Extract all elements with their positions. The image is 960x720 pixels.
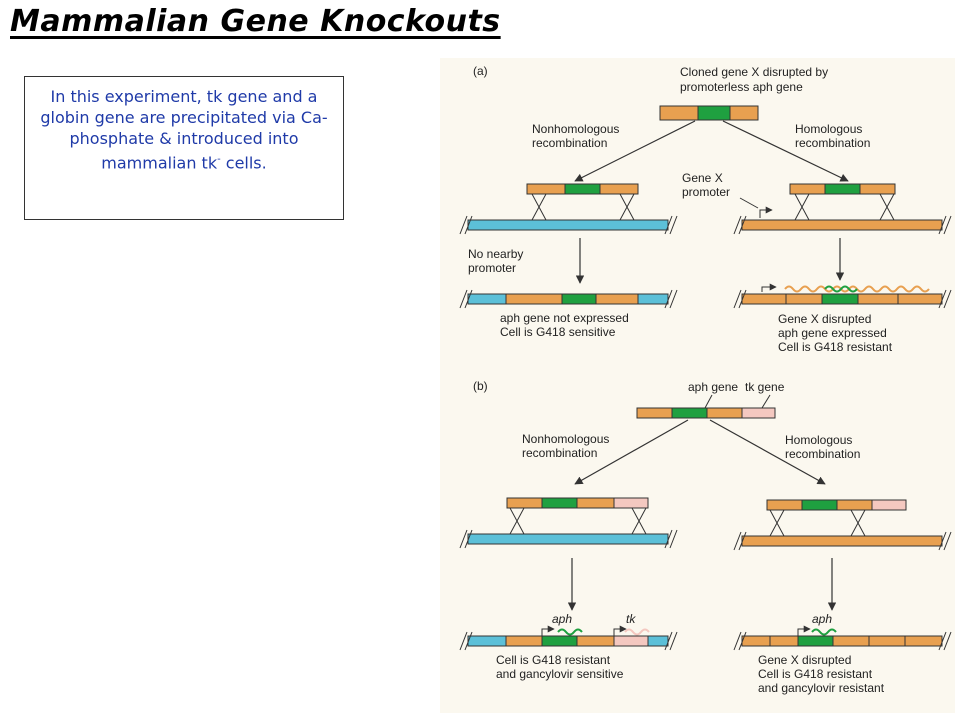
- info-box: In this experiment, tk gene and a globin…: [24, 76, 344, 220]
- aph-right-label: aph: [812, 612, 832, 626]
- no-nearby-promoter-2: promoter: [468, 261, 516, 275]
- aph-left-label: aph: [552, 612, 572, 626]
- info-text: In this experiment, tk gene and a globin…: [40, 87, 328, 173]
- a-right-recombination: [733, 183, 952, 235]
- b-left-recombination: [459, 497, 678, 549]
- info-text-end: cells.: [220, 153, 267, 173]
- tk-gene-label: tk gene: [745, 380, 785, 394]
- panel-b-left-branch-2: recombination: [522, 446, 597, 460]
- arrow-a-left: [574, 120, 696, 182]
- arrow-b-right: [709, 419, 826, 485]
- panel-a-right-branch-1: Homologous: [795, 122, 862, 136]
- slide-title: Mammalian Gene Knockouts: [10, 4, 501, 39]
- panel-a-left-branch-1: Nonhomologous: [532, 122, 619, 136]
- b-left-result-1: Cell is G418 resistant: [496, 653, 611, 667]
- a-right-result-2: aph gene expressed: [778, 326, 887, 340]
- panel-a-top-caption-1: Cloned gene X disrupted by: [680, 65, 828, 79]
- a-right-result-1: Gene X disrupted: [778, 312, 871, 326]
- arrow-a-right: [722, 120, 849, 182]
- panel-b-right-branch-1: Homologous: [785, 433, 852, 447]
- knockout-diagram: (a) Cloned gene X disrupted by promoterl…: [440, 58, 955, 713]
- b-right-recombination: [733, 499, 952, 551]
- panel-b-right-branch-2: recombination: [785, 447, 860, 461]
- construct-b: [636, 407, 776, 419]
- panel-b-left-branch-1: Nonhomologous: [522, 432, 609, 446]
- b-right-result-strand: [733, 625, 952, 651]
- b-left-result-2: and gancylovir sensitive: [496, 667, 624, 681]
- info-superscript: -: [217, 154, 221, 165]
- a-left-recombination: [459, 183, 678, 235]
- b-right-result-2: Cell is G418 resistant: [758, 667, 873, 681]
- aph-pointer: [704, 394, 713, 409]
- b-left-result-strand: [459, 625, 678, 651]
- a-left-result-strand: [459, 289, 678, 309]
- tk-left-label: tk: [626, 612, 636, 626]
- arrow-b-left: [574, 419, 689, 485]
- a-right-result-strand: [733, 283, 952, 309]
- panel-a-top-caption-2: promoterless aph gene: [680, 80, 803, 94]
- panel-a-label: (a): [473, 64, 488, 78]
- b-right-result-1: Gene X disrupted: [758, 653, 851, 667]
- construct-a: [659, 105, 759, 121]
- tk-pointer: [761, 394, 771, 409]
- a-left-result-2: Cell is G418 sensitive: [500, 325, 616, 339]
- a-right-result-3: Cell is G418 resistant: [778, 340, 893, 354]
- figure-background: [440, 58, 955, 713]
- gene-x-pointer: [739, 197, 759, 209]
- a-left-result-1: aph gene not expressed: [500, 311, 629, 325]
- panel-a-right-branch-2: recombination: [795, 136, 870, 150]
- panel-a-left-branch-2: recombination: [532, 136, 607, 150]
- no-nearby-promoter-1: No nearby: [468, 247, 523, 261]
- b-right-result-3: and gancylovir resistant: [758, 681, 885, 695]
- gene-x-promoter-2: promoter: [682, 185, 730, 199]
- panel-b-label: (b): [473, 379, 488, 393]
- gene-x-promoter-1: Gene X: [682, 171, 723, 185]
- aph-gene-label: aph gene: [688, 380, 738, 394]
